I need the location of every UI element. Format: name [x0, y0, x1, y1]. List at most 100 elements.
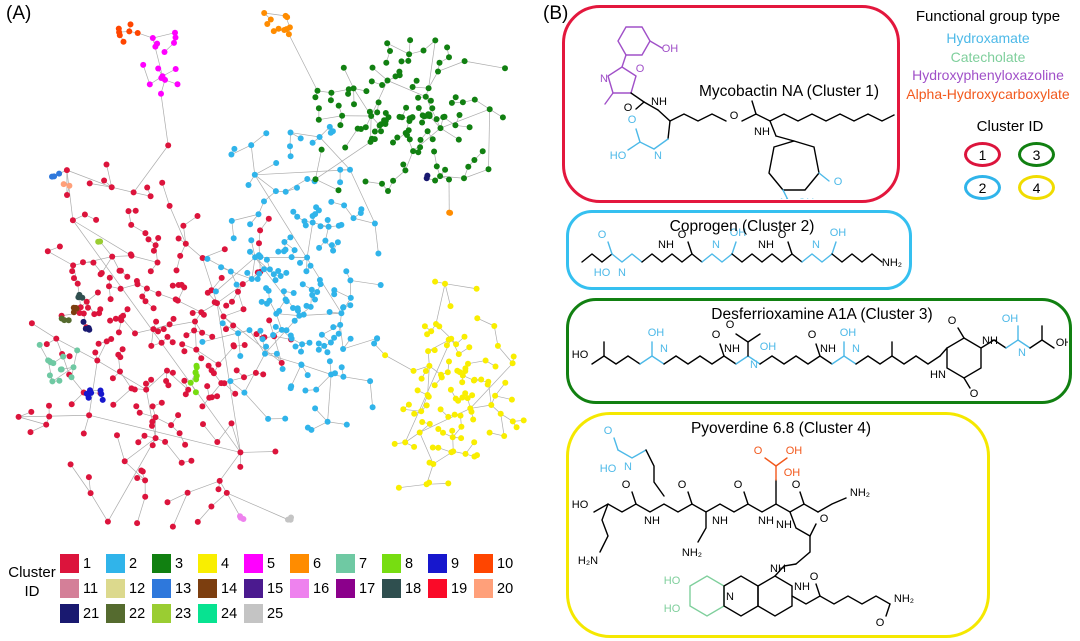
network-node	[232, 390, 239, 397]
network-node	[112, 315, 119, 322]
atom-label: NH	[758, 239, 774, 251]
network-node	[80, 310, 87, 317]
network-node	[396, 68, 403, 75]
bond-path	[627, 138, 669, 151]
cluster-legend-item: 11	[60, 579, 106, 598]
network-node	[64, 192, 70, 198]
network-node	[270, 271, 277, 278]
network-node	[347, 277, 354, 284]
network-node	[103, 161, 110, 168]
network-node	[390, 139, 396, 146]
cluster-color-swatch	[198, 604, 217, 623]
network-node	[205, 362, 212, 369]
network-node	[221, 380, 228, 387]
bond-path	[741, 113, 895, 122]
network-node	[251, 171, 258, 178]
cluster-edges-1-0	[18, 145, 292, 527]
network-node	[85, 474, 92, 481]
network-node	[149, 442, 156, 449]
network-node	[165, 382, 172, 389]
network-node	[419, 112, 426, 119]
bond-path	[591, 355, 641, 365]
atom-label: HO	[664, 603, 681, 615]
network-node	[427, 97, 434, 104]
structure-drawing-mycobactin: OHNOONHOONHONHONOH	[600, 26, 895, 199]
atom-label: O	[808, 329, 817, 341]
atom-label: NH	[758, 515, 774, 527]
network-node	[371, 220, 378, 227]
network-node	[272, 448, 279, 455]
network-node	[214, 439, 221, 445]
cluster-color-swatch	[106, 554, 125, 573]
network-node	[465, 360, 471, 367]
cluster-legend-item: 4	[198, 554, 244, 573]
network-node	[182, 240, 189, 247]
network-node	[267, 16, 274, 23]
network-node	[247, 248, 253, 255]
network-node	[158, 75, 165, 81]
bond-path	[775, 135, 795, 142]
network-node	[266, 266, 273, 273]
cluster-legend-item: 1	[60, 554, 106, 573]
network-node	[443, 342, 450, 349]
atom-label: NH	[651, 96, 667, 108]
network-node	[278, 326, 285, 333]
network-node	[437, 125, 444, 132]
network-node	[431, 347, 438, 354]
bond-path	[855, 355, 917, 365]
cluster-nodes-23-18	[95, 238, 104, 245]
atom-label: OH	[786, 445, 803, 457]
bond-path	[719, 343, 725, 357]
network-node	[371, 340, 378, 347]
atom-label: O	[792, 479, 801, 491]
network-node	[43, 421, 50, 428]
network-node	[444, 44, 451, 51]
bond-path	[743, 491, 749, 505]
network-node	[309, 213, 316, 219]
atom-label: O	[876, 617, 885, 629]
cluster-number: 16	[313, 580, 330, 597]
cluster-legend-item: 6	[290, 554, 336, 573]
network-node	[263, 285, 270, 292]
network-node	[304, 176, 311, 182]
cluster-nodes-8-7	[187, 362, 200, 396]
network-node	[74, 347, 81, 354]
bond-path	[795, 535, 811, 565]
network-node	[470, 416, 477, 423]
bond-path	[885, 603, 891, 617]
atom-label: O	[834, 176, 843, 188]
network-node	[273, 160, 280, 166]
cluster-number: 24	[221, 605, 238, 622]
network-node	[431, 148, 438, 155]
structure-box-desferrioxamine: HOOHNONHNOHOONHOHNNHOHNONOHOHDesferrioxa…	[566, 298, 1072, 404]
network-node	[68, 374, 75, 381]
bond-path	[764, 457, 777, 467]
network-node	[347, 166, 353, 173]
bond-path	[815, 583, 821, 597]
network-node	[409, 114, 416, 121]
network-node	[415, 94, 422, 101]
bond-path	[689, 575, 725, 617]
atom-label: O	[734, 479, 743, 491]
network-node	[338, 221, 345, 228]
network-node	[429, 136, 436, 143]
network-node	[497, 410, 504, 417]
network-node	[140, 61, 147, 68]
network-node	[71, 275, 77, 282]
network-node	[139, 293, 146, 300]
cluster-id-legend-title: Cluster ID	[976, 118, 1044, 135]
network-node	[284, 14, 291, 21]
cluster-legend-item: 23	[152, 604, 198, 623]
network-node	[452, 122, 459, 129]
network-node	[292, 343, 299, 350]
network-node	[313, 386, 320, 393]
bond-path	[957, 327, 965, 339]
atom-label: NH	[776, 519, 792, 531]
cluster-legend-title-line1: Cluster	[8, 564, 56, 581]
network-node	[208, 503, 215, 510]
network-node	[366, 108, 373, 115]
network-node	[343, 268, 350, 275]
network-node	[437, 173, 444, 180]
network-node	[117, 368, 123, 375]
